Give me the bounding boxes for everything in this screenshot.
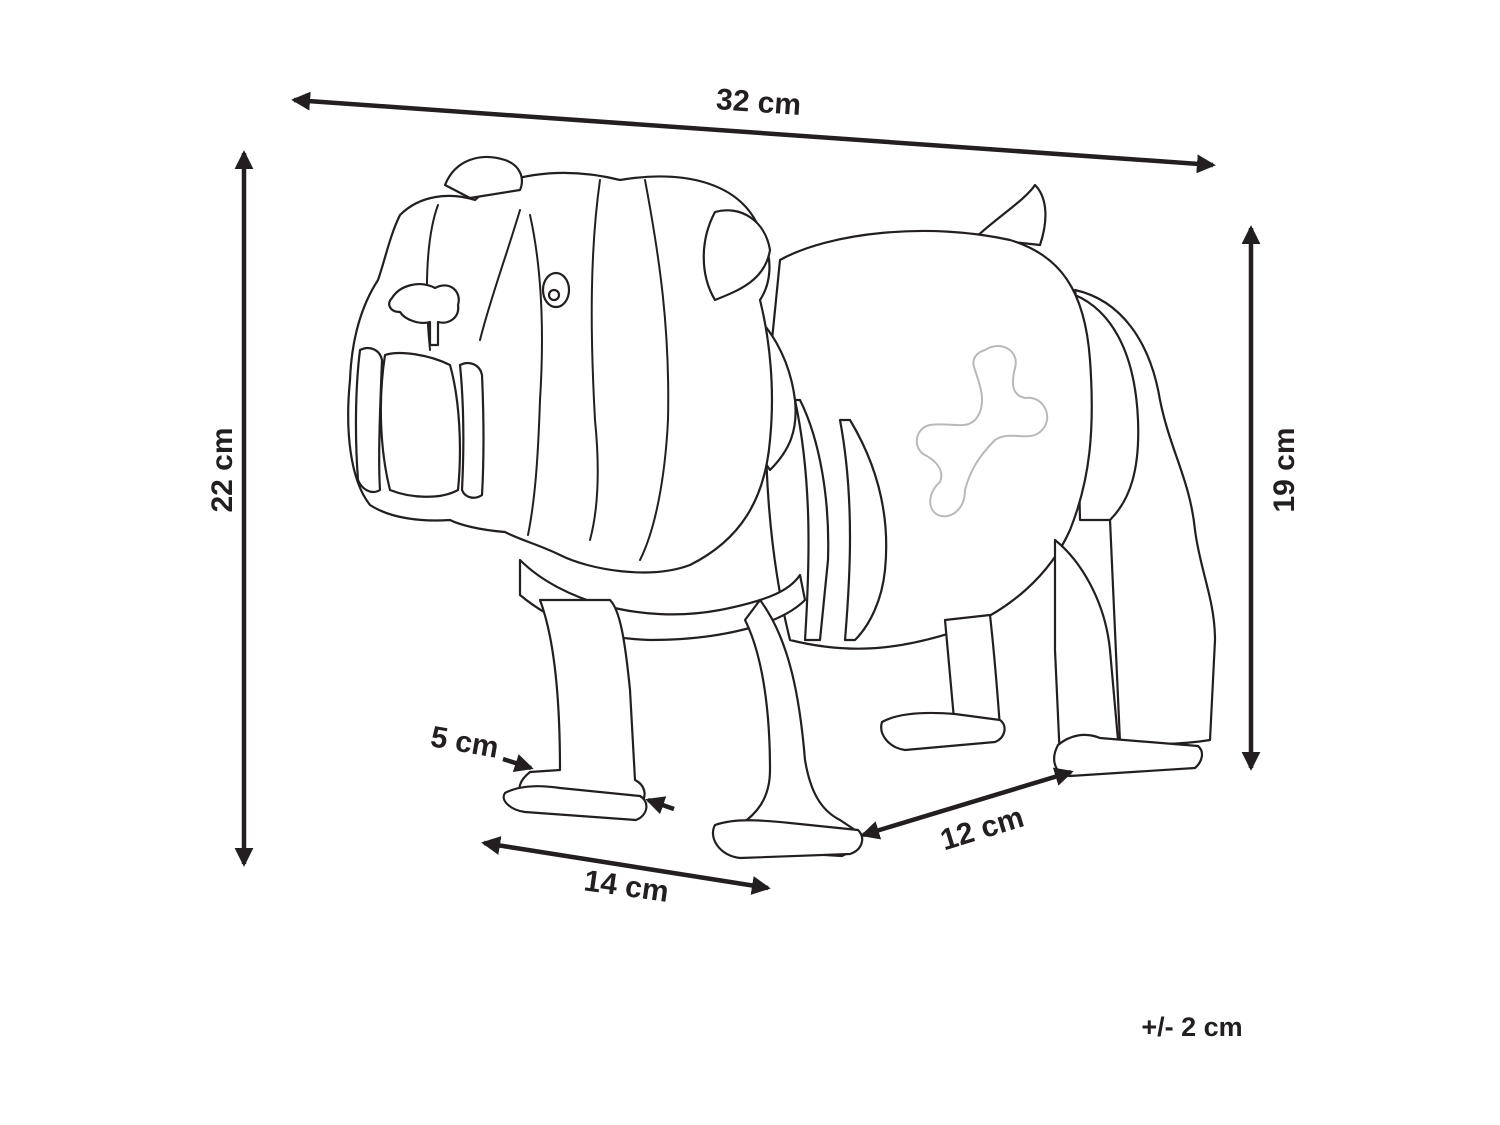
head-slice-line-5 bbox=[527, 214, 543, 536]
head-slice-line-4 bbox=[639, 179, 670, 561]
dog-mouth bbox=[379, 351, 462, 498]
bulldog-illustration bbox=[347, 155, 1217, 860]
thickness-arrow-out bbox=[645, 796, 675, 815]
thickness-label: 5 cm bbox=[428, 720, 501, 764]
rear-leg-inner bbox=[943, 613, 1002, 732]
rear-paw-right bbox=[1053, 733, 1204, 778]
thickness-arrow-in bbox=[502, 754, 534, 773]
dog-jowl-left bbox=[354, 346, 384, 494]
length-arrow bbox=[481, 836, 771, 895]
tail bbox=[973, 183, 1047, 247]
rear-paw-left bbox=[880, 711, 1006, 752]
body-height-label: 19 cm bbox=[1268, 427, 1301, 512]
ear-right bbox=[702, 209, 772, 302]
ear-left bbox=[443, 155, 523, 200]
head-slice-line-1 bbox=[425, 204, 439, 351]
side-slice-1 bbox=[838, 418, 888, 642]
total-height-label: 22 cm bbox=[206, 427, 239, 512]
head-slice-line-2 bbox=[479, 209, 521, 341]
bone-decal bbox=[915, 345, 1049, 518]
width-label: 32 cm bbox=[715, 83, 802, 122]
width-arrow bbox=[291, 91, 1216, 174]
dog-jowl-right bbox=[458, 361, 485, 499]
front-leg-right bbox=[728, 598, 857, 858]
rear-leg-back bbox=[1053, 538, 1120, 762]
dog-nose bbox=[388, 283, 460, 347]
dimension-lines bbox=[234, 91, 1261, 895]
tolerance-note: +/- 2 cm bbox=[1141, 1012, 1242, 1042]
side-slice-2 bbox=[793, 398, 830, 642]
body-slice-2 bbox=[1073, 293, 1140, 522]
dog-pupil bbox=[547, 288, 561, 302]
depth-arrow bbox=[860, 767, 1074, 840]
head-slice-line-3 bbox=[589, 179, 601, 541]
